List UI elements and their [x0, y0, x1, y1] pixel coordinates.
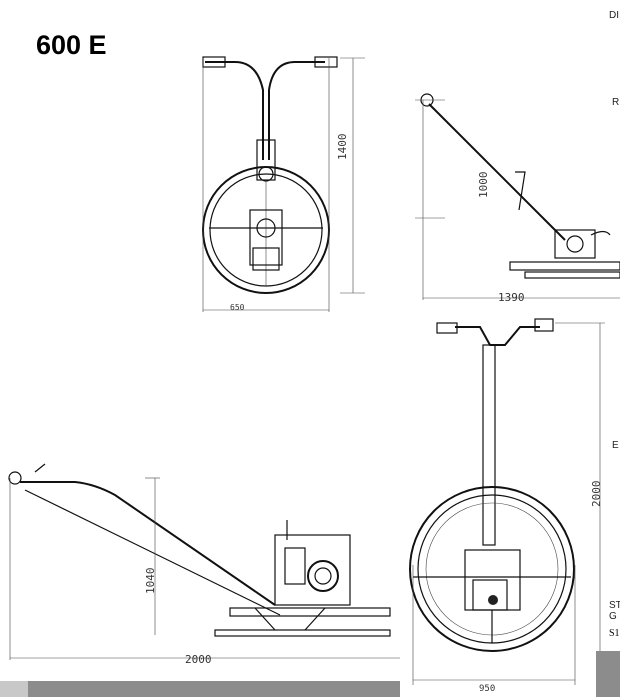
- footer-bar: [28, 681, 400, 697]
- front-extended-view-drawing: [409, 318, 605, 685]
- side-label-di: DI: [609, 10, 619, 21]
- side-view-height-label: 1000: [477, 171, 490, 199]
- side-label-st: ST: [609, 600, 620, 611]
- page-title: 600 E: [36, 30, 107, 60]
- front-extended-view-width-label: 950: [479, 684, 496, 694]
- front-view-width-label: 650: [230, 303, 245, 312]
- front-view-height-label: 1400: [336, 133, 349, 161]
- side-label-s1: S1: [609, 628, 620, 639]
- front-extended-view-height-label: 2000: [590, 480, 603, 508]
- footer-bar-light: [0, 681, 28, 697]
- side-label-g: G: [609, 611, 617, 622]
- side-view-drawing: [415, 93, 620, 300]
- side-view-length-label: 1390: [498, 291, 525, 304]
- extended-side-view-drawing: [8, 463, 400, 660]
- side-footer-bar: [596, 651, 620, 697]
- extended-view-height-label: 1040: [144, 567, 157, 595]
- front-view-drawing: [202, 56, 365, 312]
- extended-view-length-label: 2000: [185, 653, 212, 666]
- side-label-e: E: [612, 440, 619, 451]
- side-label-r: R: [612, 97, 620, 108]
